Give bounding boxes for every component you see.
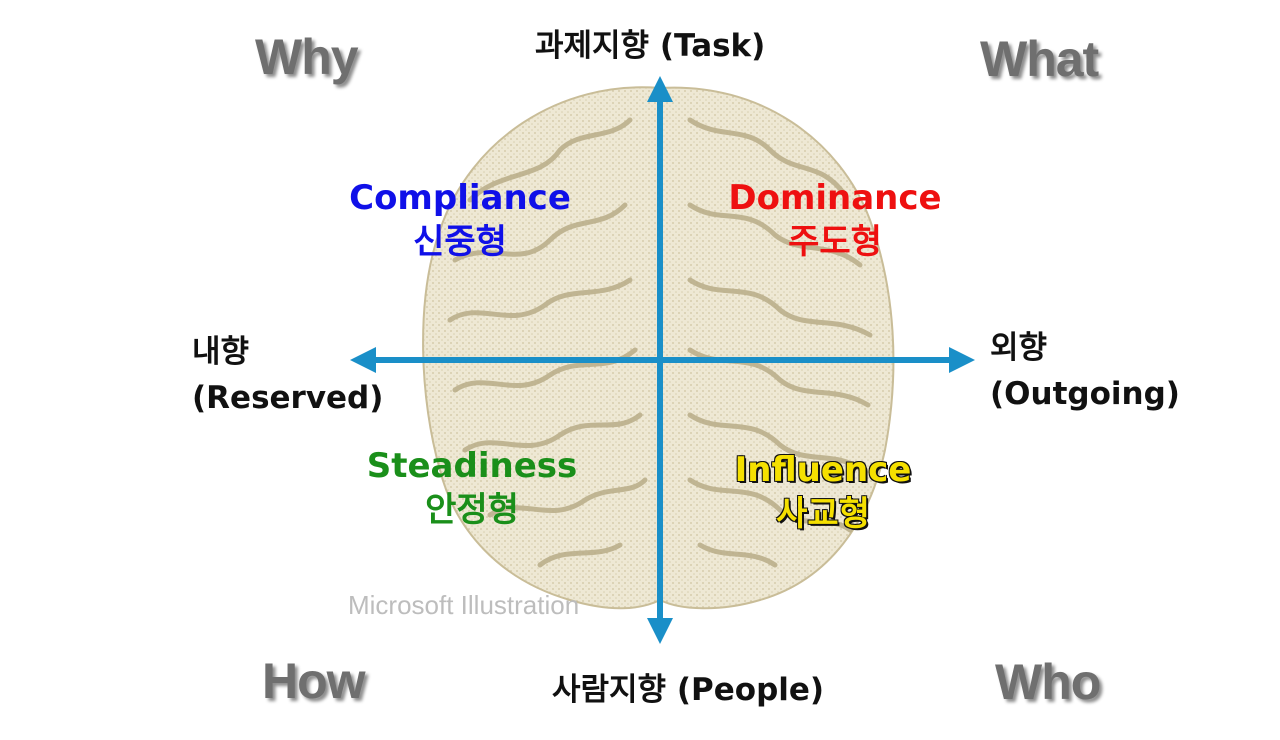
quadrant-influence-en: Influence xyxy=(734,450,912,490)
quadrant-steadiness-ko: 안정형 xyxy=(425,490,519,530)
watermark-text: Microsoft Illustration xyxy=(348,590,580,620)
axis-arrows xyxy=(350,76,975,644)
corner-label-who: Who xyxy=(995,654,1101,710)
quadrant-steadiness-en: Steadiness xyxy=(366,446,578,486)
arrow-up-icon xyxy=(647,76,673,102)
quadrant-compliance-ko: 신중형 xyxy=(413,222,507,262)
axis-label-outgoing-ko: 외향 xyxy=(990,330,1048,366)
corner-label-how: How xyxy=(262,653,366,709)
quadrant-steadiness: Steadiness 안정형 xyxy=(352,444,592,532)
corner-label-what: What xyxy=(980,31,1099,87)
arrow-left-icon xyxy=(350,347,376,373)
quadrant-influence: Influence 사교형 xyxy=(703,448,943,536)
arrow-down-icon xyxy=(647,618,673,644)
axis-label-people: 사람지향 (People) xyxy=(552,672,825,708)
quadrant-compliance: Compliance 신중형 xyxy=(340,176,580,264)
axis-label-task: 과제지향 (Task) xyxy=(535,28,766,64)
corner-label-why: Why xyxy=(255,29,359,85)
axis-label-outgoing-en: (Outgoing) xyxy=(990,376,1180,412)
quadrant-dominance: Dominance 주도형 xyxy=(715,176,955,264)
quadrant-influence-ko: 사교형 xyxy=(776,494,870,534)
quadrant-dominance-ko: 주도형 xyxy=(788,222,882,262)
arrow-right-icon xyxy=(949,347,975,373)
quadrant-compliance-en: Compliance xyxy=(349,178,571,218)
quadrant-dominance-en: Dominance xyxy=(728,178,942,218)
axis-label-reserved-en: (Reserved) xyxy=(192,380,384,416)
axis-label-reserved-ko: 내향 xyxy=(192,334,250,370)
